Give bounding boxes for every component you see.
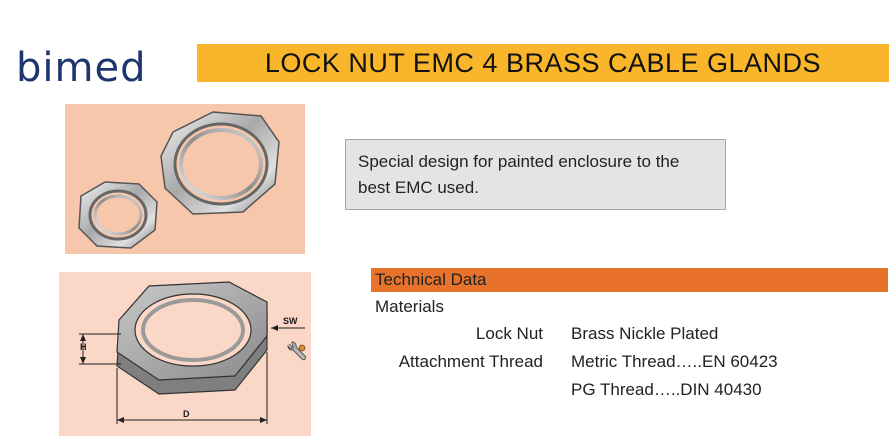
dimension-d-label: D <box>183 409 190 419</box>
product-photo <box>65 104 305 254</box>
spec-label-attachment-thread: Attachment Thread <box>398 352 543 371</box>
dimension-sw-label: SW <box>283 316 298 326</box>
dimension-drawing: H D SW <box>59 272 311 436</box>
spec-value-pg-thread: PG Thread…..DIN 40430 <box>571 380 762 399</box>
description-text: Special design for painted enclosure to … <box>358 152 680 197</box>
page-title-bar: LOCK NUT EMC 4 BRASS CABLE GLANDS <box>197 44 889 82</box>
brand-logo: bimed <box>16 45 147 91</box>
wrench-icon <box>285 340 309 364</box>
materials-label: Materials <box>375 297 444 316</box>
spec-value-lock-nut: Brass Nickle Plated <box>571 324 719 343</box>
spec-label-lock-nut: Lock Nut <box>475 324 543 343</box>
technical-data-title: Technical Data <box>375 270 487 289</box>
technical-data-header: Technical Data <box>371 268 888 292</box>
dimension-h-label: H <box>80 342 87 352</box>
spec-value-metric-thread: Metric Thread…..EN 60423 <box>571 352 778 371</box>
description-box: Special design for painted enclosure to … <box>345 139 726 210</box>
page-title: LOCK NUT EMC 4 BRASS CABLE GLANDS <box>264 47 822 78</box>
